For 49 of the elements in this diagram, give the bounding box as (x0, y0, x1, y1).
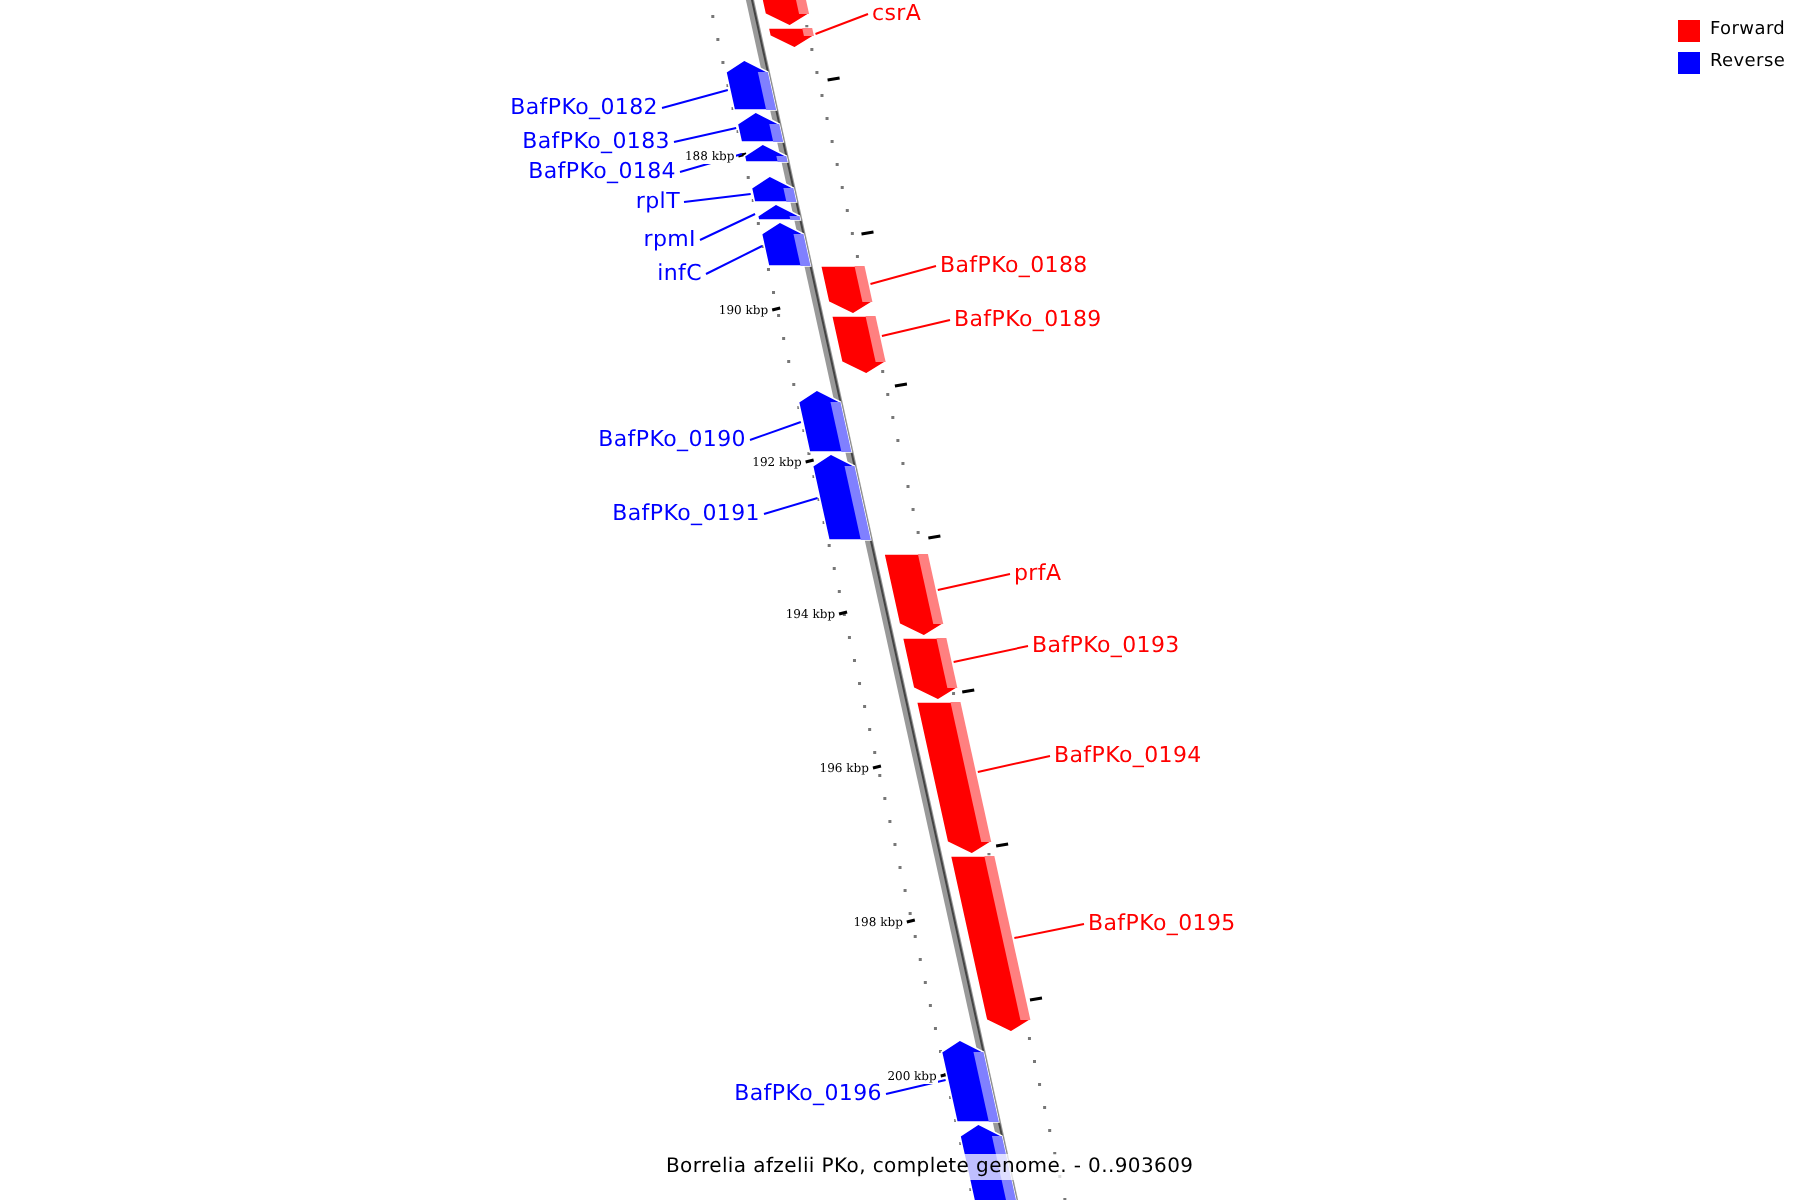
gene-feature (882, 553, 945, 637)
leader-line (661, 89, 729, 109)
gene-feature (736, 111, 785, 143)
leader-line (749, 421, 802, 441)
leader-line (976, 755, 1051, 773)
gene-feature (767, 27, 815, 49)
gene-label: csrA (872, 0, 922, 26)
gene-label: rpmI (643, 226, 696, 252)
gene-feature (811, 453, 872, 541)
gene-feature (901, 637, 959, 701)
gene-feature (743, 143, 789, 163)
leader-line (673, 127, 738, 143)
leader-line (699, 213, 757, 241)
gene-label: BafPKo_0195 (1088, 910, 1236, 936)
leader-line (869, 265, 937, 285)
gene-label: BafPKo_0196 (734, 1080, 882, 1106)
gene-label: infC (657, 260, 702, 286)
leader-line (814, 13, 869, 35)
leader-line (885, 1079, 947, 1095)
gene-label: BafPKo_0189 (954, 306, 1102, 332)
gene-label: BafPKo_0183 (522, 128, 670, 154)
gene-feature (724, 59, 778, 111)
gene-label: BafPKo_0191 (612, 500, 760, 526)
gene-feature (756, 203, 802, 221)
gene-feature (940, 1039, 1000, 1123)
gene-label: BafPKo_0182 (510, 94, 658, 120)
leader-line (705, 245, 764, 275)
gene-label: rplT (635, 188, 680, 214)
leader-line (880, 319, 951, 337)
leader-line (952, 645, 1029, 663)
gene-feature (797, 389, 853, 453)
gene-feature (819, 265, 874, 315)
gene-label: BafPKo_0190 (598, 426, 746, 452)
leader-line (763, 497, 819, 515)
leader-line (936, 573, 1011, 591)
gene-feature (750, 175, 798, 203)
gene-feature (830, 315, 887, 375)
gene-label: BafPKo_0184 (528, 158, 676, 184)
gene-feature (758, 0, 810, 27)
gene-label: prfA (1014, 560, 1062, 586)
legend-label: Reverse (1710, 50, 1786, 76)
leader-line (683, 193, 752, 203)
gene-label: BafPKo_0193 (1032, 632, 1180, 658)
caption: Borrelia afzelii PKo, complete genome. - 0..903609 (666, 1154, 1194, 1180)
gene-label: BafPKo_0188 (940, 252, 1088, 278)
legend-label: Forward (1710, 18, 1786, 44)
gene-feature (949, 855, 1032, 1033)
leader-line (1013, 923, 1085, 939)
gene-label: BafPKo_0194 (1054, 742, 1202, 768)
